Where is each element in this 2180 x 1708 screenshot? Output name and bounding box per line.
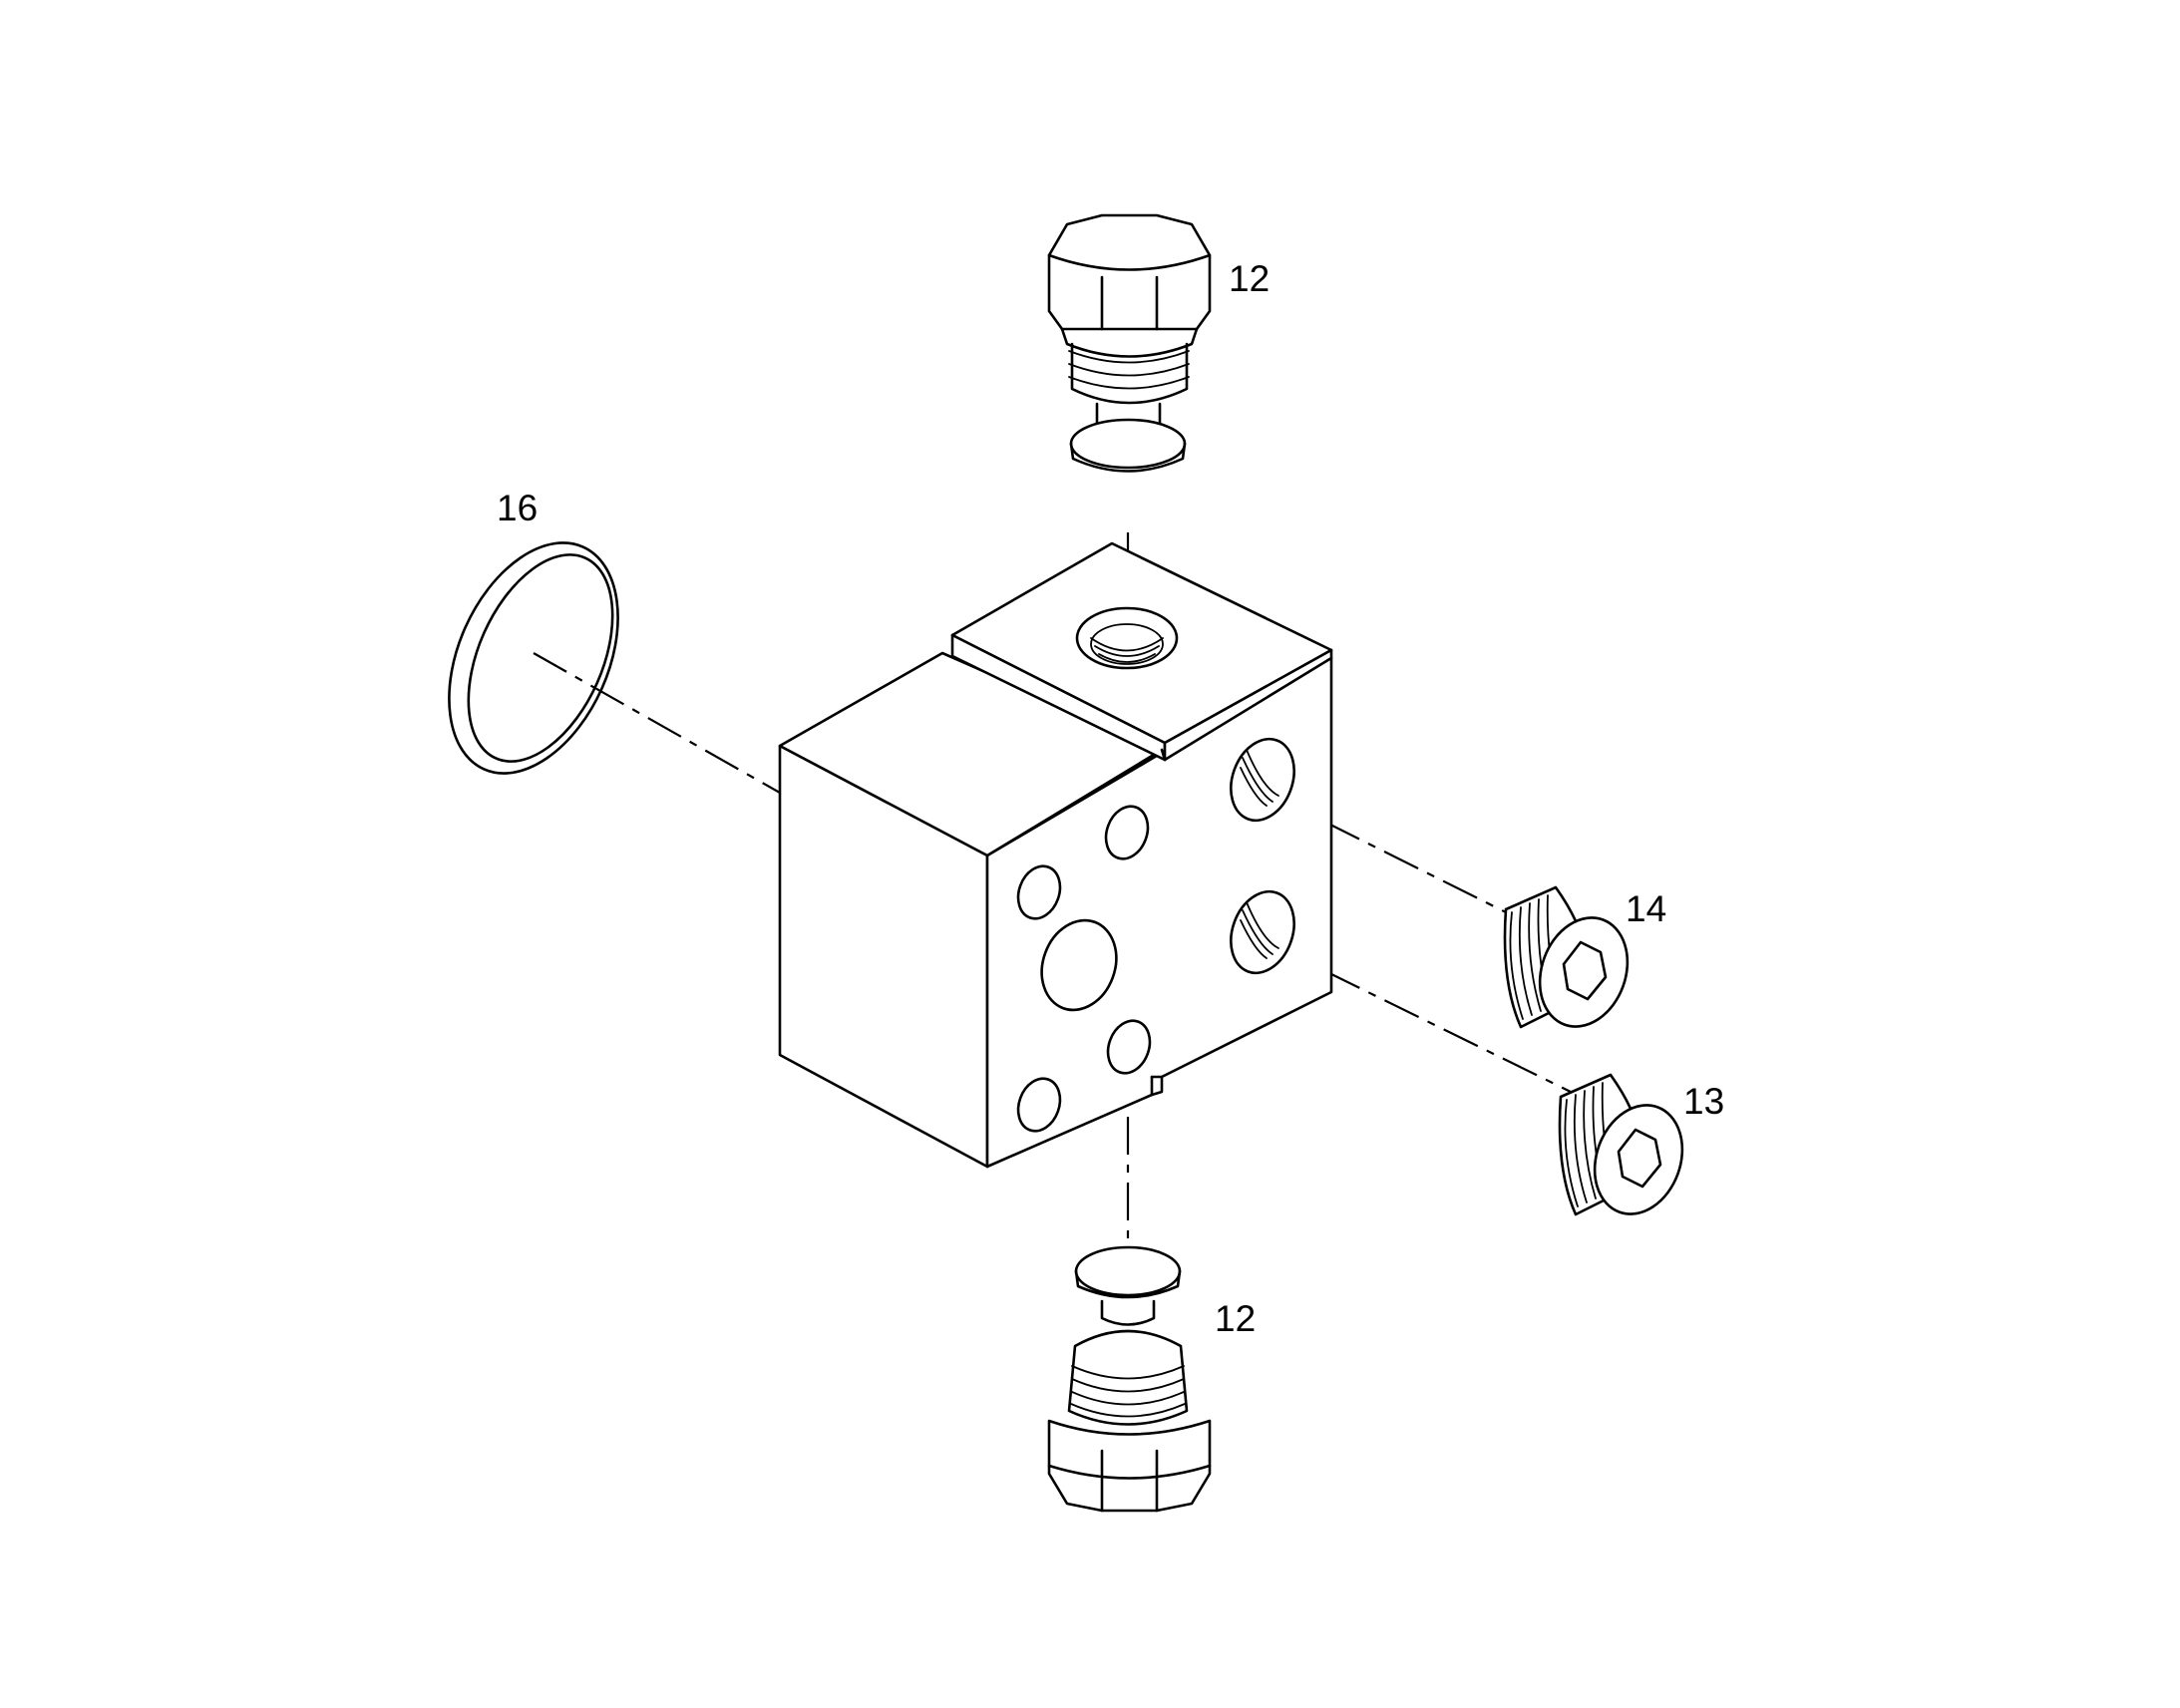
callout-upper-plug-screw: 14	[1626, 888, 1666, 929]
callout-o-ring: 16	[497, 488, 538, 528]
callout-top-plug: 12	[1229, 258, 1270, 299]
plug-screw-lower	[1558, 1073, 1684, 1216]
callout-bottom-plug: 12	[1215, 1298, 1256, 1339]
callout-lower-plug-screw: 13	[1683, 1081, 1724, 1122]
o-ring	[448, 541, 619, 775]
bottom-check-valve-plug	[1047, 1245, 1212, 1513]
top-check-valve-plug	[1047, 213, 1212, 473]
plug-screw-upper	[1503, 885, 1630, 1029]
valve-block	[778, 541, 1333, 1169]
